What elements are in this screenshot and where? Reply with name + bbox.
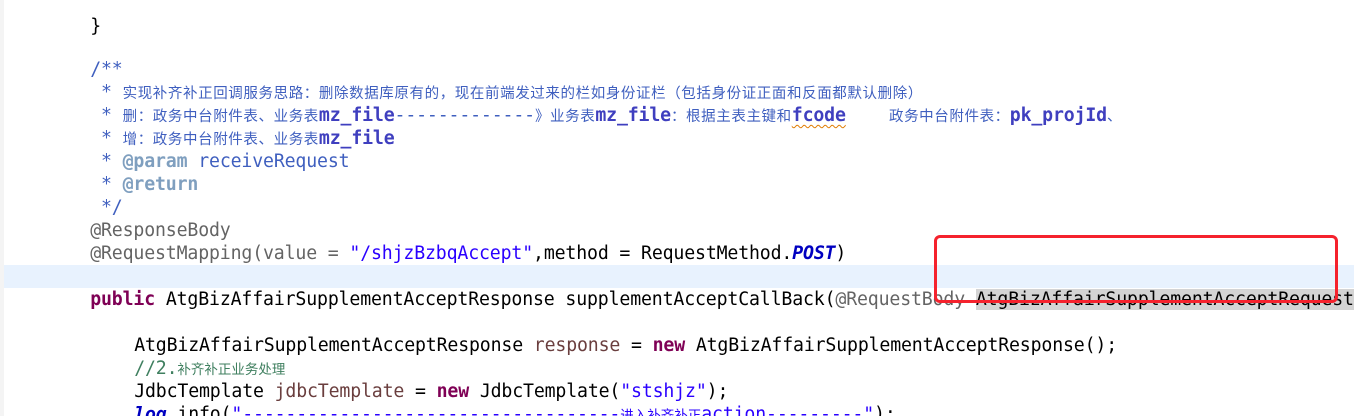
- javadoc-text: 删：政务中台附件表、业务表: [122, 109, 319, 125]
- code-line: log.info("------------------------------…: [0, 380, 1354, 416]
- code-text: );: [874, 404, 896, 416]
- javadoc-param: * @param receiveRequest: [0, 127, 1354, 172]
- keyword-public: public: [90, 289, 156, 310]
- code-line: JdbcTemplate jdbcTemplate = new JdbcTemp…: [0, 357, 1354, 402]
- javadoc-star: *: [90, 105, 123, 126]
- comment-line: //2.补齐补正业务处理: [0, 334, 1354, 379]
- javadoc-text: 政务中台附件表：: [888, 109, 1010, 125]
- operator: =: [404, 381, 437, 402]
- code-line: AtgBizAffairSupplementAcceptResponse res…: [0, 311, 1354, 356]
- javadoc-line: * 删：政务中台附件表、业务表mz_file-------------》业务表m…: [0, 81, 1354, 126]
- type-name: JdbcTemplate: [134, 381, 275, 402]
- javadoc-tag: @param: [122, 151, 188, 172]
- javadoc-tag: @return: [122, 174, 199, 195]
- javadoc-star: *: [90, 128, 123, 149]
- annotation-line: @ResponseBody: [0, 196, 1354, 241]
- javadoc-code: pk_projId: [1009, 105, 1107, 126]
- annotation-line: @RequestMapping(value = "/shjzBzbqAccept…: [0, 219, 1354, 264]
- local-variable: response: [533, 335, 621, 356]
- spellcheck-word[interactable]: fcode: [791, 105, 846, 126]
- javadoc-description: 实现补齐补正回调服务思路：删除数据库原有的，现在前端发过来的栏如身份证栏（包括身…: [122, 86, 923, 102]
- comment-line: //@JsonIgnoreProperties(ignoreUnknown = …: [0, 242, 1354, 287]
- closing-brace: }: [90, 16, 102, 37]
- string-literal: action---------": [701, 404, 875, 416]
- static-constant: POST: [792, 243, 836, 264]
- javadoc-close-text: */: [90, 197, 123, 218]
- javadoc-line: * 实现补齐补正回调服务思路：删除数据库原有的，现在前端发过来的栏如身份证栏（包…: [0, 58, 1354, 103]
- local-variable: jdbcTemplate: [274, 381, 405, 402]
- method-call: .info(: [166, 404, 232, 416]
- javadoc-star: *: [90, 82, 123, 103]
- method-signature-line[interactable]: public AtgBizAffairSupplementAcceptRespo…: [4, 265, 1354, 310]
- javadoc-star: *: [90, 151, 123, 172]
- annotation-request-mapping: @RequestMapping(value =: [90, 243, 350, 264]
- string-literal: "-----------------------------------: [231, 404, 621, 416]
- javadoc-open-text: /**: [90, 59, 123, 80]
- highlighted-param-type[interactable]: AtgBizAffairSupplementAcceptRequest: [975, 289, 1354, 310]
- code-line: String msg="";: [0, 403, 1354, 416]
- javadoc-code: mz_file: [318, 128, 395, 149]
- annotation-response-body: @ResponseBody: [90, 220, 231, 241]
- string-literal: "/shjzBzbqAccept": [349, 243, 534, 264]
- javadoc-text: ：根据主表主键和: [670, 109, 792, 125]
- editor-gutter: [0, 0, 4, 416]
- javadoc-line: * 增：政务中台附件表、业务表mz_file: [0, 104, 1354, 149]
- code-line: }: [0, 0, 1354, 37]
- constructor-call: AtgBizAffairSupplementAcceptResponse();: [685, 335, 1118, 356]
- javadoc-text: 》业务表: [534, 109, 596, 125]
- code-text: ): [835, 243, 847, 264]
- type-name: AtgBizAffairSupplementAcceptResponse: [134, 335, 534, 356]
- whitespace: [965, 289, 976, 310]
- constructor-call: JdbcTemplate(: [469, 381, 621, 402]
- static-field-log: log: [134, 404, 167, 416]
- method-signature: AtgBizAffairSupplementAcceptResponse sup…: [155, 289, 836, 310]
- javadoc-close: */: [0, 173, 1354, 218]
- keyword-new: new: [652, 335, 686, 356]
- javadoc-text: 、: [1106, 109, 1123, 125]
- javadoc-code: mz_file: [318, 105, 395, 126]
- javadoc-code: mz_file: [595, 105, 671, 126]
- string-literal: "stshjz": [620, 381, 707, 402]
- line-comment: //2.: [134, 358, 178, 379]
- code-text: ,method = RequestMethod.: [533, 243, 793, 264]
- line-comment-text: 补齐补正业务处理: [177, 362, 286, 378]
- javadoc-text: 增：政务中台附件表、业务表: [122, 132, 319, 148]
- javadoc-dashes: -------------: [394, 105, 536, 126]
- keyword-new: new: [436, 381, 470, 402]
- string-literal-cjk: 进入补齐补正: [620, 408, 702, 416]
- javadoc-star: *: [90, 174, 123, 195]
- code-text: );: [706, 381, 729, 402]
- annotation-request-body: @RequestBody: [835, 289, 966, 310]
- javadoc-param-name: receiveRequest: [187, 151, 350, 172]
- javadoc-return: * @return: [0, 150, 1354, 195]
- javadoc-open: /**: [0, 35, 1354, 80]
- operator: =: [620, 335, 653, 356]
